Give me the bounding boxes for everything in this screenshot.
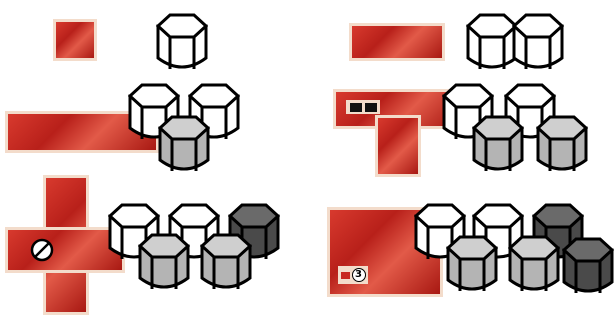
tile-cross-horizontal [8,230,122,270]
tile-domino [352,26,442,58]
count-marker: 3 [338,266,368,284]
tile-square [56,22,94,58]
light-gray-cylinder-icon [472,114,524,176]
two-black-squares-icon [346,100,380,114]
light-gray-cylinder-icon [508,234,560,296]
tile-t-stem [378,118,418,174]
white-cylinder-icon [156,12,208,74]
count-label: 3 [352,268,366,282]
light-gray-cylinder-icon [158,114,210,176]
light-gray-cylinder-icon [138,232,190,294]
light-gray-cylinder-icon [446,234,498,296]
light-gray-cylinder-icon [200,232,252,294]
forbidden-circle-icon [30,238,54,262]
light-gray-cylinder-icon [536,114,588,176]
dark-gray-cylinder-icon [562,236,614,298]
white-cylinder-icon [466,12,518,74]
white-cylinder-icon [512,12,564,74]
